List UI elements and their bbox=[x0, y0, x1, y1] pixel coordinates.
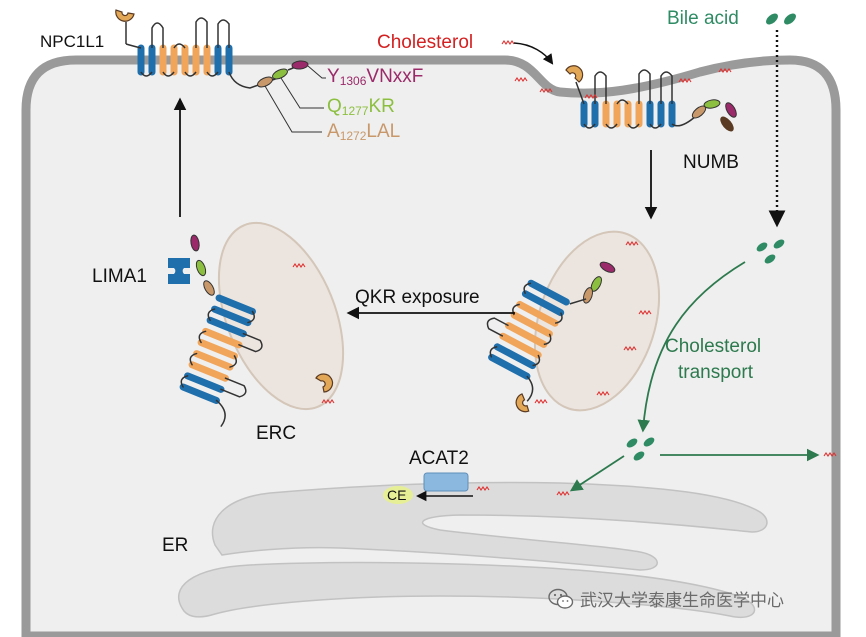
motif-a-label: A1272LAL bbox=[327, 122, 400, 142]
acat2-enzyme bbox=[423, 472, 469, 492]
npc1l1-endocytosed bbox=[486, 261, 616, 413]
motif-q-position: 1277 bbox=[341, 104, 369, 118]
cholesterol-transport-label-line1: Cholesterol bbox=[665, 336, 762, 357]
motif-q-label: Q1277KR bbox=[327, 97, 395, 117]
motif-q-sequence: KR bbox=[368, 96, 395, 117]
wechat-icon bbox=[548, 588, 574, 609]
lima1-protein bbox=[168, 258, 190, 284]
numb-label: NUMB bbox=[683, 152, 739, 173]
motif-a-residue: A bbox=[327, 121, 340, 142]
npc1l1-protein-cholesterol-bound bbox=[565, 65, 737, 132]
watermark: 武汉大学泰康生命医学中心 bbox=[548, 586, 784, 611]
pathway-arrows bbox=[173, 30, 820, 502]
qkr-exposure-label: QKR exposure bbox=[355, 287, 480, 308]
erc-vesicle bbox=[217, 221, 345, 411]
cholesterol-label: Cholesterol bbox=[377, 32, 474, 53]
npc1l1-label: NPC1L1 bbox=[40, 32, 105, 51]
motif-y-residue: Y bbox=[327, 66, 340, 87]
motif-q-residue: Q bbox=[327, 96, 342, 117]
endoplasmic-reticulum bbox=[177, 481, 768, 618]
ce-label: CE bbox=[387, 487, 407, 503]
erc-label: ERC bbox=[256, 423, 297, 444]
cholesterol-transport-label-line2: transport bbox=[678, 362, 753, 383]
bile-acid-label: Bile acid bbox=[667, 8, 739, 29]
npc1l1-erc-lima1-bound bbox=[168, 234, 334, 427]
numb-protein bbox=[720, 116, 734, 132]
watermark-text: 武汉大学泰康生命医学中心 bbox=[580, 591, 784, 611]
npc1l1-protein-membrane bbox=[115, 9, 326, 133]
acat2-label: ACAT2 bbox=[409, 448, 469, 469]
motif-a-sequence: LAL bbox=[366, 121, 401, 142]
motif-a-position: 1272 bbox=[339, 129, 367, 143]
motif-y-label: Y1306VNxxF bbox=[327, 67, 423, 87]
lima1-label: LIMA1 bbox=[92, 266, 147, 287]
motif-y-position: 1306 bbox=[339, 74, 367, 88]
motif-y-sequence: VNxxF bbox=[366, 66, 424, 87]
bile-acid-droplet-icon bbox=[626, 13, 796, 461]
er-label: ER bbox=[162, 535, 189, 556]
ce-droplet bbox=[383, 486, 413, 504]
